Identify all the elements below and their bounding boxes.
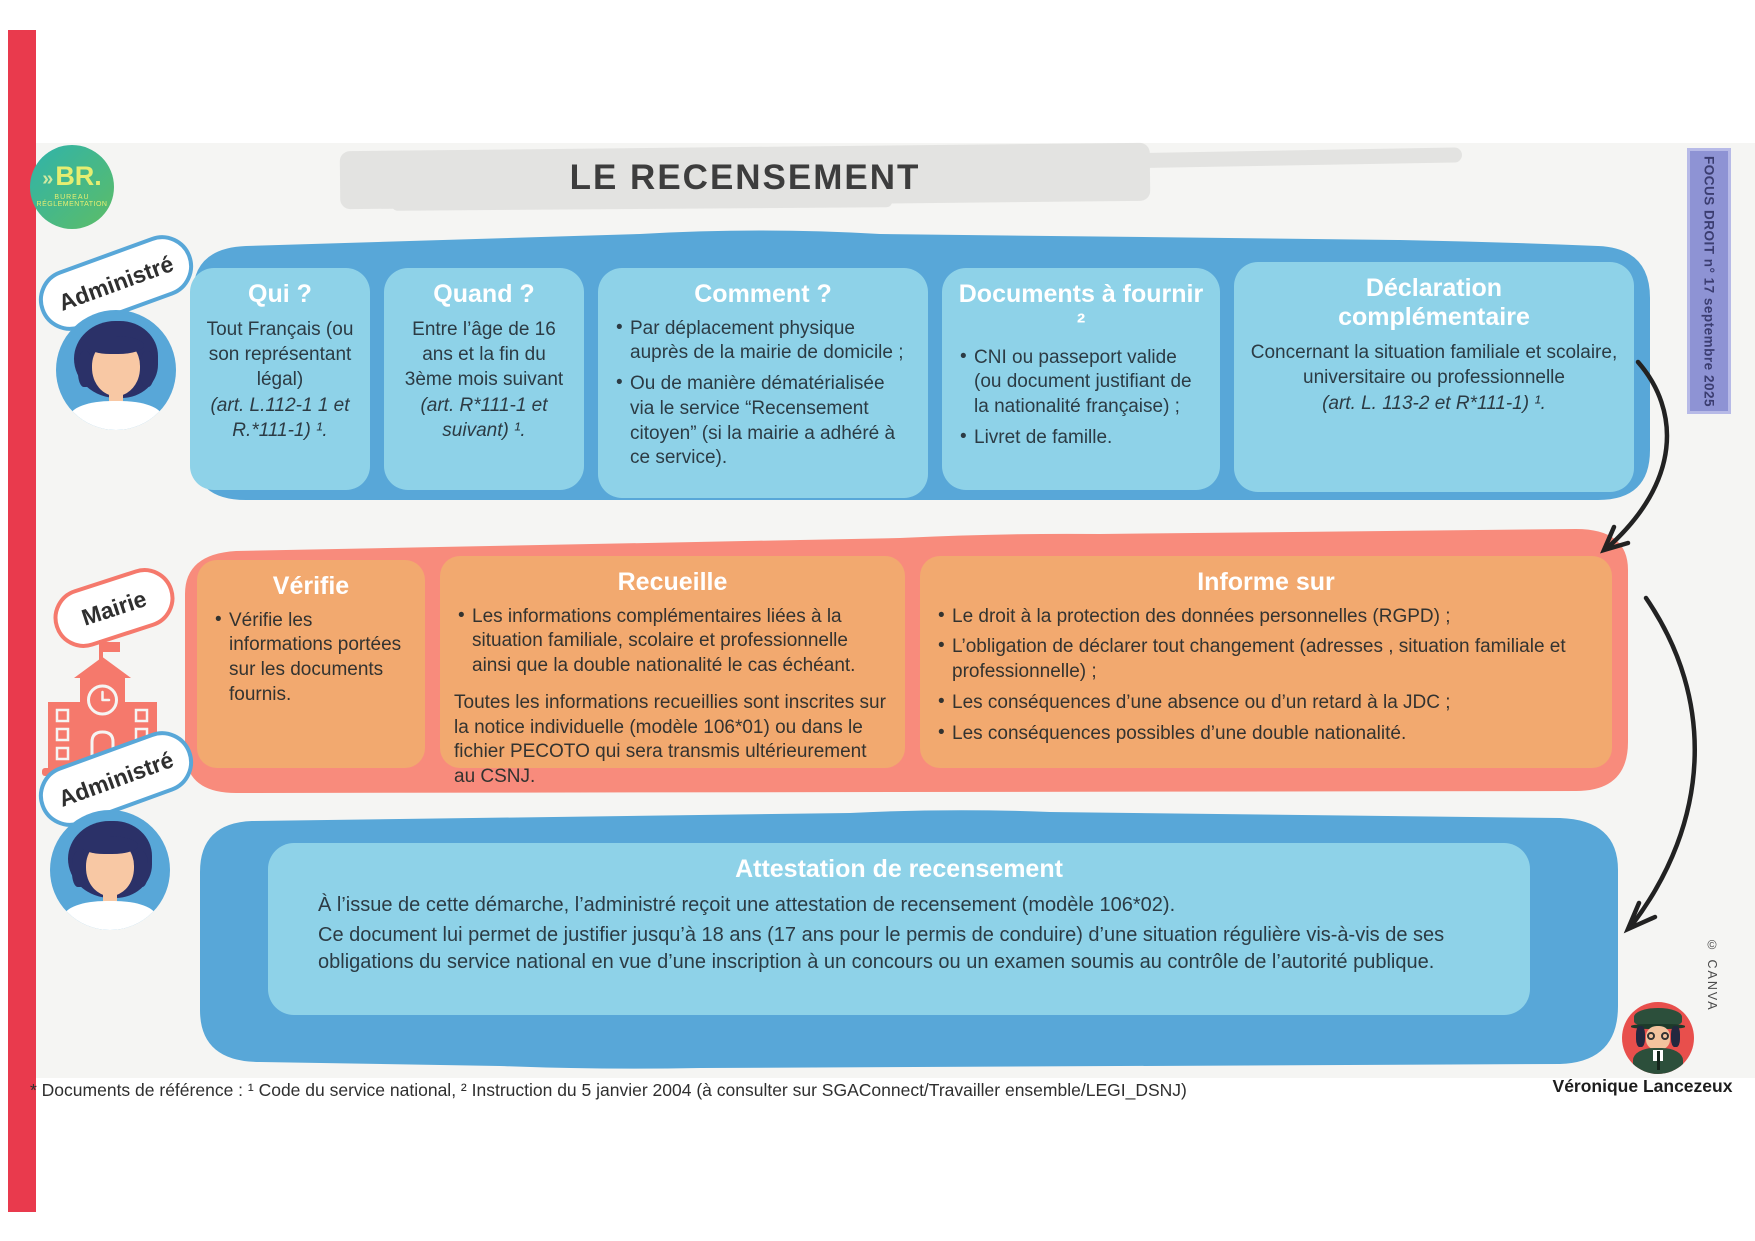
avatar-hair-lock bbox=[77, 350, 92, 387]
author-name: Véronique Lancezeux bbox=[1552, 1076, 1733, 1096]
logo-initials: »BR. bbox=[42, 161, 102, 191]
card-quand-title: Quand ? bbox=[433, 280, 535, 308]
card-verifie-bullets: Vérifie les informations portées sur les… bbox=[197, 605, 425, 718]
card-informe: Informe sur Le droit à la protection des… bbox=[920, 556, 1612, 768]
card-declaration: Déclaration complémentaire Concernant la… bbox=[1234, 262, 1634, 492]
bullet-item: Les informations complémentaires liées à… bbox=[456, 604, 891, 679]
canva-credit: © CANVA bbox=[1705, 938, 1719, 1012]
card-comment: Comment ? Par déplacement physique auprè… bbox=[598, 268, 928, 498]
card-quand-text: Entre l’âge de 16 ans et la fin du 3ème … bbox=[404, 318, 564, 390]
card-recueille-bullets: Les informations complémentaires liées à… bbox=[440, 601, 905, 689]
bullet-item: Ou de manière dématérialisée via le serv… bbox=[614, 371, 914, 471]
card-declaration-body: Concernant la situation familiale et sco… bbox=[1234, 336, 1634, 416]
bullet-item: Les conséquences possibles d’une double … bbox=[936, 721, 1598, 747]
card-verifie: Vérifie Vérifie les informations portées… bbox=[197, 560, 425, 768]
bullet-item: Par déplacement physique auprès de la ma… bbox=[614, 316, 914, 366]
card-declaration-text: Concernant la situation familiale et sco… bbox=[1250, 341, 1618, 388]
card-recueille: Recueille Les informations complémentair… bbox=[440, 556, 905, 787]
logo-line2: RÉGLEMENTATION bbox=[36, 201, 108, 208]
card-declaration-ref: (art. L. 113-2 et R*111-1) ¹. bbox=[1322, 392, 1546, 414]
card-quand-ref: (art. R*111-1 et suivant) ¹. bbox=[420, 394, 548, 442]
card-documents-bullets: CNI ou passeport valide (ou document jus… bbox=[942, 342, 1220, 461]
bullet-item: Le droit à la protection des données per… bbox=[936, 604, 1598, 630]
avatar-hair-lock bbox=[140, 350, 155, 387]
card-qui-text: Tout Français (ou son représentant légal… bbox=[206, 318, 354, 390]
bullet-item: Livret de famille. bbox=[958, 425, 1206, 451]
card-comment-title: Comment ? bbox=[694, 280, 832, 308]
reference-footnote: * Documents de référence : ¹ Code du ser… bbox=[30, 1080, 1187, 1100]
card-qui-body: Tout Français (ou son représentant légal… bbox=[190, 313, 370, 443]
card-recueille-title: Recueille bbox=[617, 568, 728, 596]
card-documents: Documents à fournir ² CNI ou passeport v… bbox=[942, 268, 1220, 490]
avatar-fringe bbox=[88, 336, 144, 355]
card-declaration-title: Déclaration complémentaire bbox=[1338, 274, 1530, 331]
card-quand: Quand ? Entre l’âge de 16 ans et la fin … bbox=[384, 268, 584, 490]
avatar-shirt bbox=[64, 901, 156, 930]
card-qui: Qui ? Tout Français (ou son représentant… bbox=[190, 268, 370, 490]
attestation-line2: Ce document lui permet de justifier jusq… bbox=[318, 923, 1445, 974]
author-avatar-icon bbox=[1622, 1002, 1694, 1074]
card-verifie-title: Vérifie bbox=[272, 572, 350, 600]
glasses-icon bbox=[1647, 1032, 1656, 1041]
bullet-item: Les conséquences d’une absence ou d’un r… bbox=[936, 690, 1598, 716]
bullet-item: CNI ou passeport valide (ou document jus… bbox=[958, 344, 1206, 420]
avatar-hair-lock bbox=[71, 850, 86, 887]
attestation-title: Attestation de recensement bbox=[735, 855, 1063, 883]
administre-avatar-icon bbox=[56, 310, 176, 430]
administre-avatar-icon bbox=[50, 810, 170, 930]
card-qui-title: Qui ? bbox=[248, 280, 312, 308]
avatar-shirt bbox=[70, 401, 162, 430]
left-red-accent-bar bbox=[8, 30, 36, 1212]
bureau-reglementation-logo: »BR. BUREAU RÉGLEMENTATION bbox=[30, 145, 114, 229]
logo-line1: BUREAU bbox=[54, 194, 90, 201]
bullet-item: Vérifie les informations portées sur les… bbox=[213, 608, 411, 708]
logo-chevron-icon: » bbox=[42, 168, 54, 190]
focus-droit-banner: FOCUS DROIT n° 17 septembre 2025 bbox=[1687, 148, 1731, 414]
military-cap bbox=[1634, 1008, 1682, 1027]
avatar-hair bbox=[1636, 1026, 1646, 1047]
card-documents-title: Documents à fournir ² bbox=[958, 280, 1204, 337]
avatar-fringe bbox=[82, 836, 138, 855]
bullet-item: L’obligation de déclarer tout changement… bbox=[936, 634, 1598, 684]
card-quand-body: Entre l’âge de 16 ans et la fin du 3ème … bbox=[384, 313, 584, 443]
glasses-icon bbox=[1660, 1032, 1669, 1041]
card-qui-ref: (art. L.112-1 1 et R.*111-1) ¹. bbox=[210, 394, 350, 442]
page-title: LE RECENSEMENT bbox=[569, 158, 921, 197]
card-recueille-note: Toutes les informations recueillies sont… bbox=[454, 691, 886, 787]
avatar-face bbox=[1645, 1026, 1671, 1050]
attestation-line1: À l’issue de cette démarche, l’administr… bbox=[318, 894, 1176, 916]
card-comment-bullets: Par déplacement physique auprès de la ma… bbox=[598, 313, 928, 481]
avatar-hair-lock bbox=[134, 850, 149, 887]
card-informe-bullets: Le droit à la protection des données per… bbox=[920, 601, 1612, 756]
card-informe-title: Informe sur bbox=[1197, 568, 1335, 596]
uniform-tie bbox=[1656, 1050, 1661, 1070]
avatar-hair bbox=[1670, 1026, 1680, 1047]
attestation-card: Attestation de recensement À l’issue de … bbox=[268, 843, 1530, 1015]
